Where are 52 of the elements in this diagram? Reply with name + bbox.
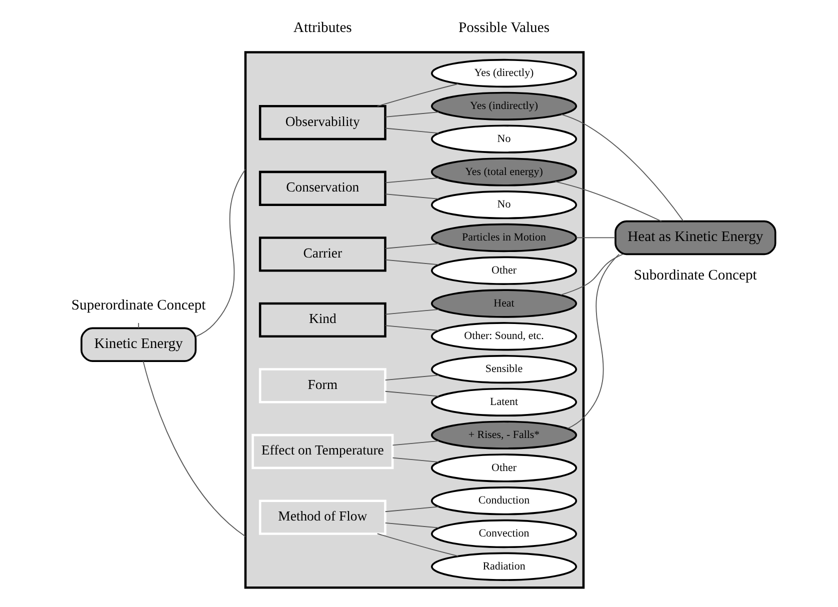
node-ellipse: Heat [430, 289, 577, 318]
node-box: Observability [258, 105, 386, 140]
node-ellipse: Other: Sound, etc. [430, 322, 577, 351]
connector [138, 322, 139, 329]
connector [554, 181, 662, 222]
connector [194, 168, 246, 338]
connector [560, 254, 623, 296]
node-ellipse: Latent [430, 388, 577, 417]
label: Possible Values [458, 20, 550, 36]
node-ellipse: Conduction [430, 486, 577, 516]
connector [384, 177, 439, 184]
connector [384, 308, 439, 315]
node-box: Kind [258, 302, 386, 338]
connector [384, 112, 439, 118]
connector [384, 506, 439, 512]
connector [384, 243, 439, 249]
node-ellipse: Yes (indirectly) [430, 92, 577, 120]
connector [560, 114, 684, 222]
node-ellipse: Sensible [430, 354, 577, 384]
connector [384, 194, 439, 200]
connector [392, 457, 439, 462]
connector [384, 522, 439, 528]
connector [384, 259, 439, 266]
node-ellipse: Other [430, 454, 577, 482]
connector [384, 390, 439, 397]
node-box: Conservation [258, 170, 386, 206]
connector [142, 360, 246, 537]
node-ellipse: Particles in Motion [430, 223, 577, 252]
label: Subordinate Concept [633, 268, 756, 284]
node-ellipse: No [430, 190, 577, 220]
node-box: Heat as Kinetic Energy [614, 220, 776, 256]
node-box: Form [258, 368, 386, 404]
node-text: Superordinate Concept [70, 298, 206, 314]
connector [384, 325, 439, 331]
node-ellipse: Yes (directly) [430, 58, 577, 88]
node-box: Carrier [258, 236, 386, 272]
node-ellipse: Radiation [430, 552, 577, 581]
node-ellipse: + Rises, - Falls* [430, 420, 577, 450]
node-ellipse: Convection [430, 519, 577, 548]
label: Attributes [292, 20, 352, 36]
node-ellipse: Other [430, 256, 577, 285]
connector [384, 374, 439, 381]
connector [392, 440, 439, 446]
node-box: Method of Flow [258, 500, 386, 535]
node-box: Effect on Temperature [251, 434, 394, 470]
node-box: Kinetic Energy [80, 327, 196, 362]
node-ellipse: No [430, 124, 577, 154]
connector [384, 128, 439, 134]
cluster [244, 51, 584, 589]
node-ellipse: Yes (total energy) [430, 158, 577, 186]
connector [575, 237, 616, 238]
connector [566, 254, 620, 429]
